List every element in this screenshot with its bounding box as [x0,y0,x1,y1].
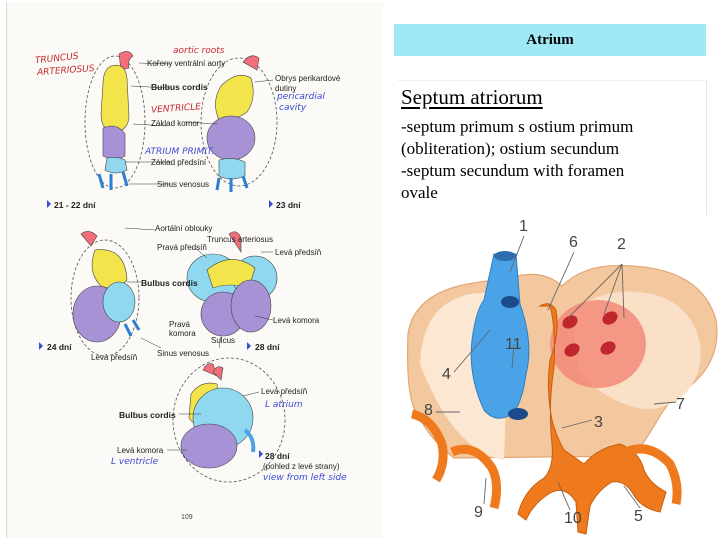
vena-cava-dark [501,296,519,308]
page-number: 109 [181,514,193,521]
heart-label-10: 10 [564,510,582,528]
heart-label-2: 2 [617,236,626,254]
heading-septum-atriorum: Septum atriorum [401,85,543,110]
label-zaklad-predsini: Základ předsíní [151,158,206,167]
pulmonary-vein-zone [550,300,646,388]
day-28-a: 28 dní [255,342,280,352]
heart-label-8: 8 [424,402,433,420]
slide-title: Atrium [526,32,574,49]
body-line: -septum secundum with foramen [401,160,701,182]
label-zaklad-komor: Základ komor [151,119,199,128]
title-bar: Atrium [394,24,706,56]
heart-label-5: 5 [634,508,643,526]
label-leva-komora-3: Levá komora [117,446,163,455]
heart-label-9: 9 [474,504,483,522]
label-leva-komora: Levá komora [273,316,319,325]
text-box: Septum atriorum -septum primum s ostium … [398,80,707,215]
handwritten-l-ventricle: L ventricle [111,457,158,467]
day-23: 23 dní [276,200,301,210]
label-sinus-2: Sinus venosus [157,349,209,358]
handwritten-cavity: cavity [279,103,306,113]
day-21-22: 21 - 22 dní [54,200,96,210]
label-truncus: Truncus arteriosus [207,235,273,244]
handwritten-aortic-roots: aortic roots [173,46,225,56]
heart-label-7: 7 [676,396,685,414]
label-korany: Kořeny ventrální aorty [147,59,225,68]
body-line: -septum primum s ostium primum [401,116,701,138]
label-prava-predsin: Pravá předsíň [157,243,207,252]
label-leva-predsin-2: Levá předsíň [91,353,137,362]
handwritten-atrium-primit: ATRIUM PRIMIT. [145,147,214,157]
label-leva-predsin-3: Levá předsíň [261,387,307,396]
label-bulbus-2: Bulbus cordis [141,278,198,288]
label-prava-komora-1: Pravá [169,320,190,329]
label-sulcus: Sulcus [211,336,235,345]
label-day-note: (pohled z levé strany) [263,462,339,471]
foramen-dark [508,408,528,420]
textbook-page: TRUNCUS ARTERIOSUS aortic roots Kořeny v… [6,2,383,538]
day-28-b: 28 dní [265,451,290,461]
label-leva-predsin-1: Levá předsíň [275,248,321,257]
handwritten-pericardial: pericardial [277,92,325,102]
heart-label-1: 1 [519,218,528,236]
heart-label-4: 4 [442,366,451,384]
label-bulbus-1: Bulbus cordis [151,82,208,92]
handwritten-view-left: view from left side [263,473,347,483]
body-line: (obliteration); ostium secundum [401,138,701,160]
handwritten-l-atrium: L atrium [265,400,303,410]
label-bulbus-3: Bulbus cordis [119,410,176,420]
label-prava-komora-2: komora [169,329,196,338]
body-line: ovale [401,182,701,204]
label-obrys-1: Obrys perikardové [275,74,340,83]
heart-label-11: 11 [505,336,522,354]
vena-cava-opening [494,251,516,261]
heart-stage-24-days [71,231,139,356]
heart-section-diagram: 1 6 2 11 4 8 3 7 9 10 5 [392,214,720,540]
heart-label-6: 6 [569,234,578,252]
body-text: -septum primum s ostium primum (oblitera… [401,116,701,204]
label-sinus-1: Sinus venosus [157,180,209,189]
label-aortalni: Aortální oblouky [155,224,212,233]
heart-label-3: 3 [594,414,603,432]
day-24: 24 dní [47,342,72,352]
